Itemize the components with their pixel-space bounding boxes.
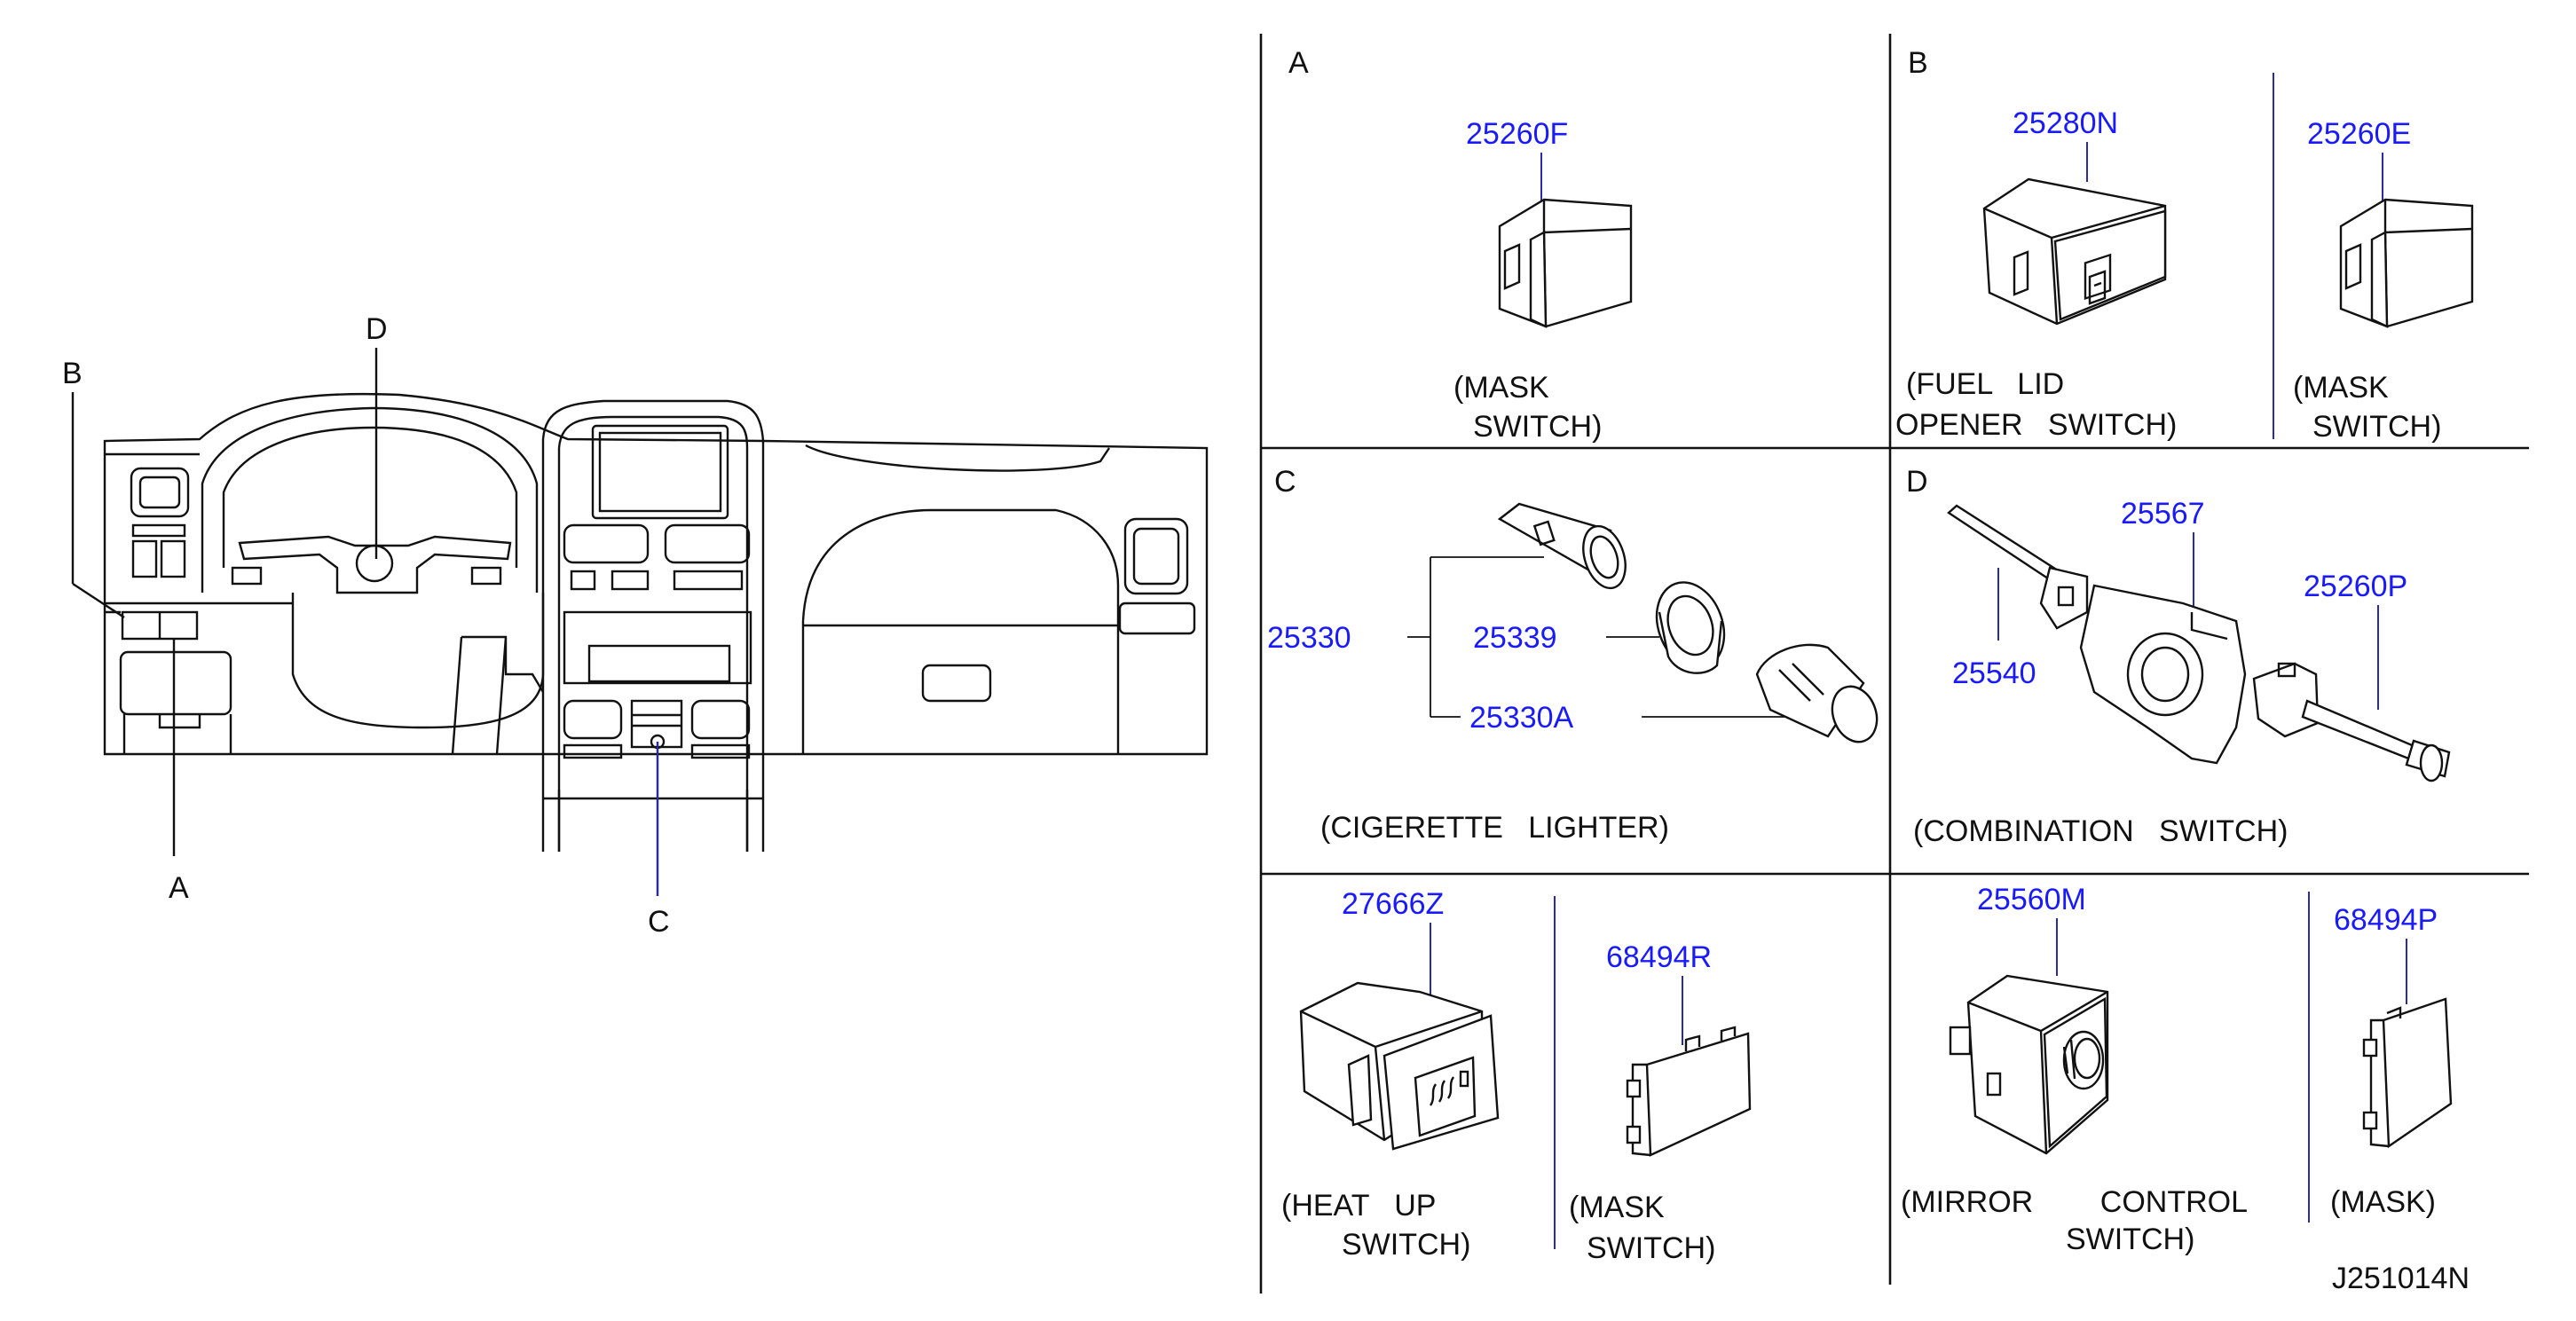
part-number-25330a: 25330A xyxy=(1469,701,1574,735)
part-number-27666z: 27666Z xyxy=(1342,887,1444,921)
caption-fuel-lid-line2: OPENER SWITCH) xyxy=(1895,408,2177,442)
panel-d-letter: D xyxy=(1906,465,1928,499)
panel-d: D 25567 25540 25260P (COMBINATION SWITCH… xyxy=(1906,465,2451,848)
panel-a-letter: A xyxy=(1288,46,1309,80)
overview-label-a: A xyxy=(169,871,189,905)
part-number-25560m: 25560M xyxy=(1977,883,2086,916)
cigarette-lighter-drawing xyxy=(1497,502,1879,743)
diagram-code: J251014N xyxy=(2332,1262,2470,1295)
panel-c-letter: C xyxy=(1274,465,1296,499)
mask-switch-f-drawing xyxy=(2362,997,2453,1149)
caption-heat-up-line2: SWITCH) xyxy=(1342,1228,1470,1262)
caption-mask-f: (MASK) xyxy=(2330,1185,2436,1219)
caption-a-line1: (MASK xyxy=(1453,371,1549,405)
caption-cigarette-lighter: (CIGERETTE LIGHTER) xyxy=(1320,811,1669,845)
panel-c: C 25330 25339 25330A (CIGERETTE LIGHTER) xyxy=(1267,465,1879,845)
part-number-25280n: 25280N xyxy=(2013,106,2118,140)
caption-mirror-line2: SWITCH) xyxy=(2066,1223,2194,1256)
mask-switch-e-drawing xyxy=(1626,1026,1752,1157)
part-number-25330: 25330 xyxy=(1267,621,1351,655)
part-number-25339: 25339 xyxy=(1473,621,1557,655)
panel-a: A 25260F (MASK SWITCH) xyxy=(1288,46,1633,444)
part-number-68494r: 68494R xyxy=(1606,940,1712,974)
combination-switch-drawing xyxy=(1947,504,2451,782)
mask-switch-b-drawing xyxy=(2339,198,2474,328)
dashboard-overview: B D A C xyxy=(62,312,1209,939)
caption-heat-up-line1: (HEAT UP xyxy=(1281,1189,1436,1223)
overview-label-b: B xyxy=(62,357,83,390)
caption-mask-e-line2: SWITCH) xyxy=(1587,1231,1715,1265)
overview-label-c: C xyxy=(648,905,670,939)
mask-switch-a-drawing xyxy=(1498,198,1633,328)
caption-mask-b-line1: (MASK xyxy=(2293,371,2389,405)
panel-f: 25560M (MIRROR CONTROL SWITCH) 68494P (M… xyxy=(1901,883,2453,1256)
part-number-25567: 25567 xyxy=(2121,497,2205,531)
caption-mirror-line1: (MIRROR CONTROL xyxy=(1901,1185,2248,1219)
panel-b: B 25280N (FUEL LID OPENER SWITCH) 25260E… xyxy=(1895,46,2474,444)
overview-label-d: D xyxy=(366,312,388,346)
panel-grid xyxy=(1259,34,2529,1293)
fuel-lid-switch-drawing xyxy=(1982,177,2167,326)
part-number-25260f: 25260F xyxy=(1466,117,1568,151)
caption-combination-switch: (COMBINATION SWITCH) xyxy=(1913,814,2288,848)
part-number-25260e: 25260E xyxy=(2307,117,2411,151)
part-number-25260p: 25260P xyxy=(2304,570,2407,603)
caption-mask-b-line2: SWITCH) xyxy=(2312,410,2441,444)
part-number-25540: 25540 xyxy=(1952,657,2036,690)
caption-fuel-lid-line1: (FUEL LID xyxy=(1906,367,2064,401)
caption-a-line2: SWITCH) xyxy=(1473,410,1602,444)
mirror-control-switch-drawing xyxy=(1949,974,2109,1155)
caption-mask-e-line1: (MASK xyxy=(1569,1191,1665,1224)
part-number-68494p: 68494P xyxy=(2334,903,2438,937)
panel-e: 27666Z (HEAT UP SWITCH) 68494R (MASK SWI… xyxy=(1281,887,1752,1265)
heat-up-switch-drawing xyxy=(1299,981,1500,1151)
panel-b-letter: B xyxy=(1908,46,1928,80)
